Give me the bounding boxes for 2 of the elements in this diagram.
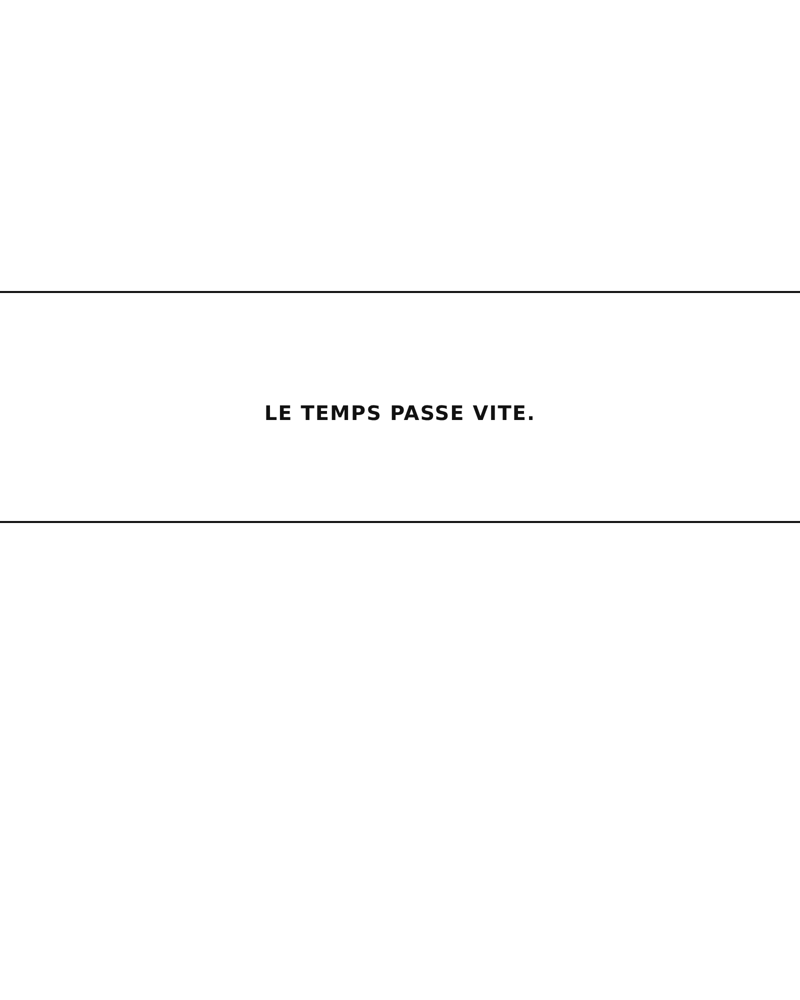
narration-text: LE TEMPS PASSE VITE. [264,401,536,425]
caption-panel [0,291,800,523]
